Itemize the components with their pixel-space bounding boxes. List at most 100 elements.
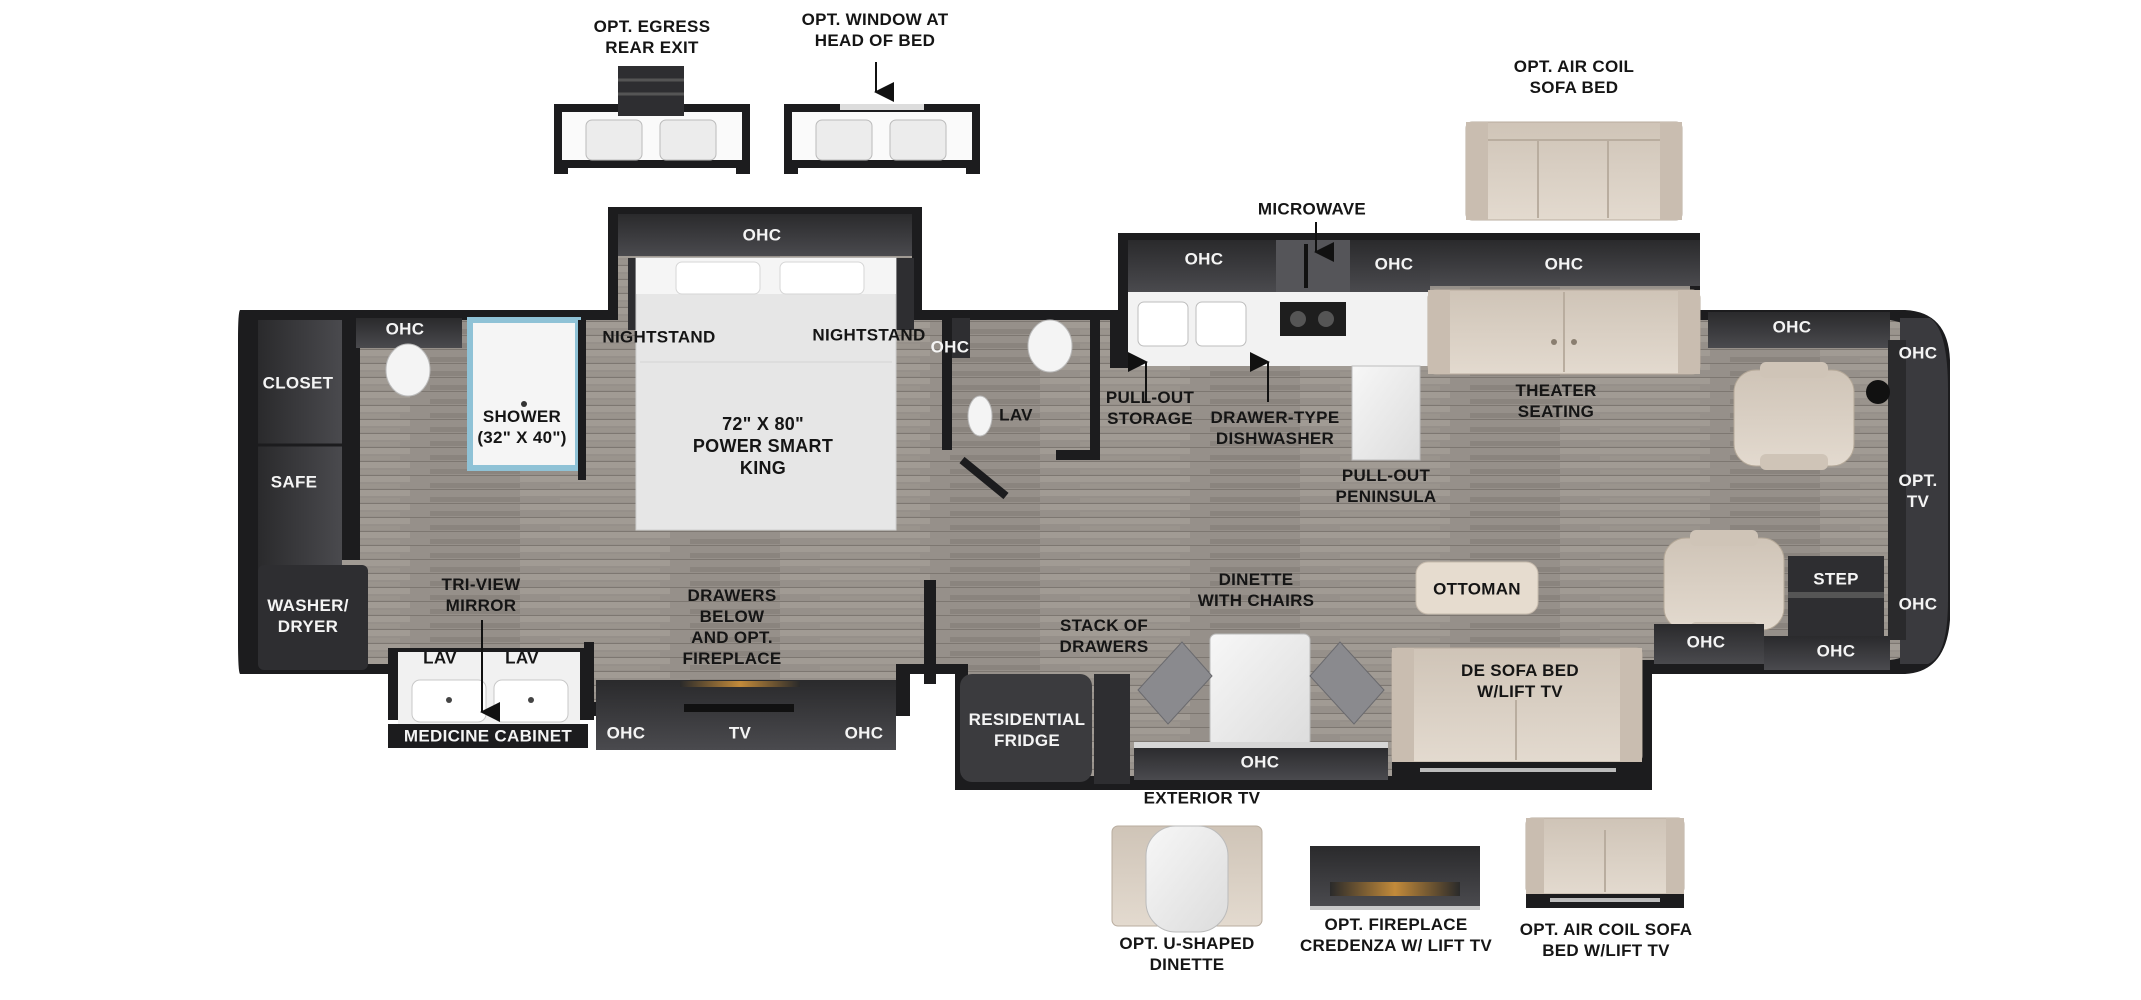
de-sofa-bed — [1391, 647, 1643, 780]
ohc-dinette — [1134, 746, 1388, 780]
mid-bath — [924, 310, 1100, 684]
lav-left-label: LAV — [423, 648, 457, 668]
microwave — [1276, 240, 1350, 292]
fridge-label: RESIDENTIAL FRIDGE — [968, 710, 1086, 750]
peninsula — [1351, 365, 1421, 461]
ohc-cockpit-bottom-label: OHC — [1898, 594, 1938, 614]
cooktop — [1280, 302, 1346, 336]
cockpit — [1654, 312, 1948, 670]
ohc-dinette-label: OHC — [1240, 752, 1280, 772]
shower-label: SHOWER (32" X 40") — [477, 407, 567, 447]
closet-label: CLOSET — [262, 373, 334, 393]
ohc-rear-bath-label: OHC — [385, 319, 425, 339]
pointer-arrows — [480, 62, 1334, 722]
kitchen — [1110, 240, 1430, 461]
lav-right-label: LAV — [505, 648, 539, 668]
option-air-coil-sofa-lift-tv — [1525, 817, 1685, 908]
dinette-table — [1209, 633, 1311, 747]
ohc-dresser-right-label: OHC — [844, 723, 884, 743]
ohc-theater-label: OHC — [1544, 254, 1584, 274]
ottoman-label: OTTOMAN — [1433, 579, 1521, 599]
toilet — [385, 343, 431, 397]
bed-label: 72" X 80" POWER SMART KING — [692, 414, 834, 478]
ohc-entry-left — [1654, 624, 1764, 664]
door-side-slide — [960, 647, 1643, 782]
exterior-tv-label: EXTERIOR TV — [1143, 788, 1261, 808]
option-u-shaped-dinette — [1111, 825, 1263, 933]
rear-wall-cabinets — [258, 320, 368, 670]
option-window-label: OPT. WINDOW AT HEAD OF BED — [801, 10, 949, 50]
pillow-right — [779, 261, 865, 295]
medicine-cabinet — [388, 724, 588, 748]
ohc-rear-bath — [356, 318, 462, 348]
dresser-ohc — [596, 680, 896, 750]
windshield-console — [1900, 318, 1948, 664]
option-air-coil-label: OPT. AIR COIL SOFA BED — [1513, 57, 1635, 97]
toilet-mid — [1027, 319, 1073, 373]
option-window-head-of-bed — [784, 104, 980, 174]
sink-basin-left — [1137, 301, 1189, 347]
ohc-kitchen-left — [1128, 240, 1276, 292]
option-egress-label: OPT. EGRESS REAR EXIT — [593, 17, 711, 57]
nightstand-right-label: NIGHTSTAND — [812, 325, 926, 345]
ohc-dresser-left-label: OHC — [606, 723, 646, 743]
dishwasher-label: DRAWER-TYPE DISHWASHER — [1210, 408, 1340, 448]
ohc-cockpit-top-label: OHC — [1898, 343, 1938, 363]
option-air-coil-lift-label: OPT. AIR COIL SOFA BED W/LIFT TV — [1519, 920, 1693, 960]
theater-label: THEATER SEATING — [1515, 381, 1597, 421]
safe-label: SAFE — [270, 472, 318, 492]
option-fireplace-label: OPT. FIREPLACE CREDENZA W/ LIFT TV — [1299, 915, 1493, 955]
dinette-label: DINETTE WITH CHAIRS — [1197, 570, 1315, 610]
ohc-cockpit-label: OHC — [1772, 317, 1812, 337]
rear-bath — [356, 317, 586, 480]
washer-dryer — [258, 565, 368, 670]
ottoman — [1415, 561, 1539, 615]
ohc-bedroom-label: OHC — [742, 225, 782, 245]
ohc-cockpit — [1708, 312, 1890, 348]
washer-dryer-label: WASHER/ DRYER — [267, 596, 349, 636]
ohc-theater — [1430, 240, 1700, 286]
theater-seating — [1427, 240, 1701, 375]
living-area — [1094, 561, 1539, 784]
dinette-chair-left — [1137, 641, 1213, 725]
step-label: STEP — [1813, 569, 1859, 589]
de-sofa-label: DE SOFA BED W/LIFT TV — [1461, 661, 1579, 701]
opt-tv-label: OPT. TV — [1898, 471, 1938, 511]
medicine-cabinet-label: MEDICINE CABINET — [403, 726, 573, 746]
option-u-dinette-label: OPT. U-SHAPED DINETTE — [1119, 934, 1255, 974]
theater-armrest-right — [1678, 290, 1700, 374]
lav-mid-label: LAV — [999, 405, 1033, 425]
option-egress-rear-exit — [554, 66, 750, 174]
bed — [635, 257, 897, 531]
stack-drawers-label: STACK OF DRAWERS — [1059, 616, 1149, 656]
ohc-mid-bath-label: OHC — [930, 337, 970, 357]
bedroom-dresser — [584, 642, 896, 750]
stack-of-drawers — [1094, 674, 1130, 784]
driver-seat — [1733, 362, 1855, 470]
option-fireplace-credenza — [1310, 846, 1480, 910]
ohc-bedroom — [618, 214, 912, 256]
sink-basin-right — [1195, 301, 1247, 347]
theater-armrest-left — [1428, 290, 1450, 374]
ohc-entry-left-label: OHC — [1686, 632, 1726, 652]
ohc-kitchen-right — [1350, 240, 1430, 292]
nightstand-right — [896, 258, 914, 330]
lav-sink — [967, 395, 993, 437]
ohc-entry-right — [1764, 636, 1890, 670]
steering-wheel — [1866, 380, 1890, 404]
option-air-coil-sofa-bed — [1465, 121, 1683, 221]
ohc-kitchen-right-label: OHC — [1374, 254, 1414, 274]
pullout-storage-label: PULL-OUT STORAGE — [1105, 388, 1195, 428]
mirror-label: TRI-VIEW MIRROR — [441, 575, 521, 615]
dinette-chair-right — [1309, 641, 1385, 725]
ohc-entry-right-label: OHC — [1816, 641, 1856, 661]
dinette — [1137, 633, 1385, 747]
ohc-kitchen-left-label: OHC — [1184, 249, 1224, 269]
pillow-left — [675, 261, 761, 295]
tv-dresser-label: TV — [728, 723, 752, 743]
residential-fridge — [960, 674, 1092, 782]
passenger-seat — [1663, 530, 1785, 638]
fireplace — [680, 681, 800, 687]
bedroom-slide — [618, 214, 914, 531]
microwave-label: MICROWAVE — [1257, 199, 1367, 219]
